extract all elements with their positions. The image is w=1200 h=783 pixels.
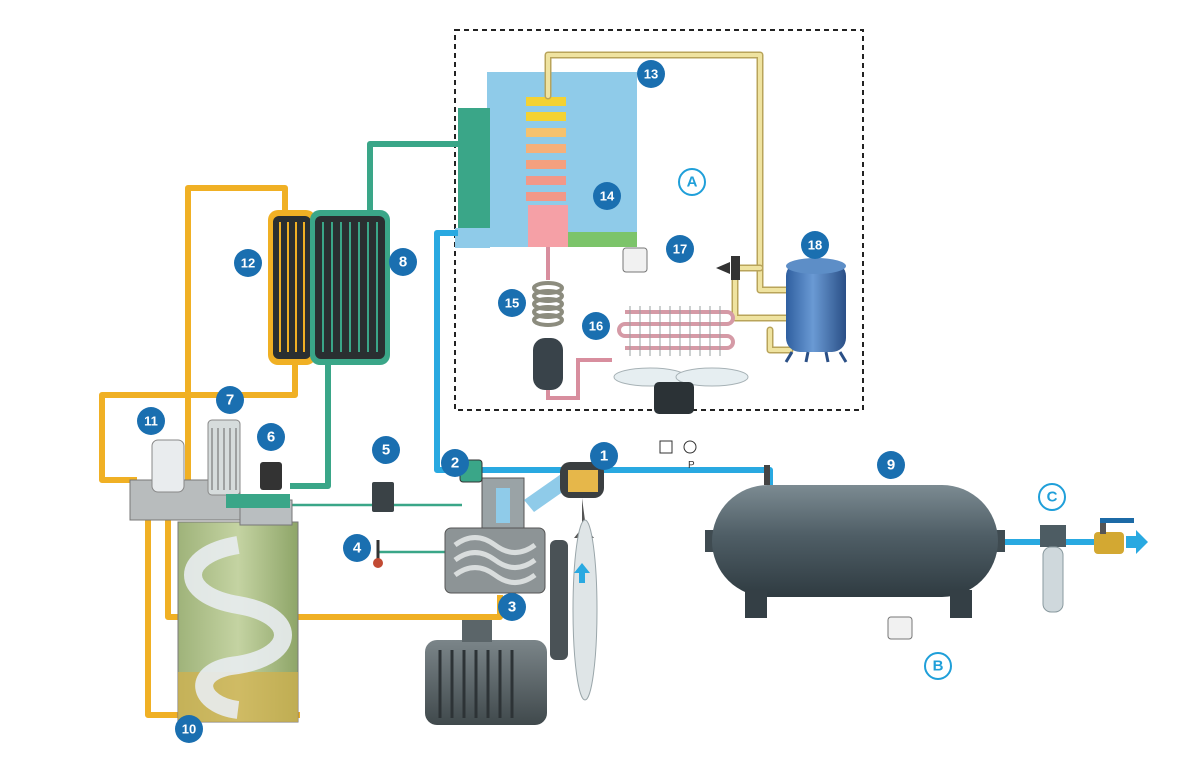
badge-7: 7 xyxy=(216,386,244,414)
badge-9: 9 xyxy=(877,451,905,479)
badge-6: 6 xyxy=(257,423,285,451)
svg-text:2: 2 xyxy=(451,455,459,472)
badge-8: 8 xyxy=(389,248,417,276)
electric-motor xyxy=(425,620,547,725)
ball-valve xyxy=(1094,518,1134,554)
letter-a: A xyxy=(678,168,706,196)
svg-text:B: B xyxy=(933,658,944,675)
badge-14: 14 xyxy=(593,182,621,210)
air-receiver-tank xyxy=(705,465,1005,618)
outlet-arrow xyxy=(1126,530,1148,554)
badge-5: 5 xyxy=(372,436,400,464)
refrigerant-pink-lines xyxy=(546,247,612,400)
refrigerant-receiver xyxy=(784,258,848,363)
badges: 1 2 3 4 5 6 7 8 9 10 11 12 13 14 15 16 1… xyxy=(137,60,905,743)
manifold-outlet xyxy=(226,494,290,508)
badge-18: 18 xyxy=(801,231,829,259)
svg-text:11: 11 xyxy=(144,414,158,429)
badge-10: 10 xyxy=(175,715,203,743)
expansion-valve xyxy=(716,256,740,280)
receiver-drain xyxy=(887,616,913,640)
svg-text:16: 16 xyxy=(589,319,603,334)
svg-text:12: 12 xyxy=(241,256,255,271)
oil-separator-tank xyxy=(177,499,299,723)
pressure-gauge xyxy=(659,440,697,454)
aftercooler xyxy=(310,210,390,365)
gauge-symbol-label: P xyxy=(688,460,695,471)
refrigerant-accumulator xyxy=(533,338,563,390)
dryer-heat-exchanger xyxy=(455,72,637,248)
oil-cooler xyxy=(268,210,316,365)
svg-text:4: 4 xyxy=(353,540,362,557)
svg-text:9: 9 xyxy=(887,457,895,474)
svg-text:6: 6 xyxy=(267,429,275,446)
hot-air-lines xyxy=(290,141,458,489)
svg-text:17: 17 xyxy=(673,242,687,257)
letter-c: C xyxy=(1038,483,1066,511)
svg-text:5: 5 xyxy=(382,442,390,459)
capillary-coil xyxy=(532,281,564,327)
intake-arrow xyxy=(574,563,590,583)
condenser-fan xyxy=(613,367,749,414)
separator-manifold xyxy=(129,419,282,521)
badge-11: 11 xyxy=(137,407,165,435)
svg-text:14: 14 xyxy=(600,189,615,204)
badge-12: 12 xyxy=(234,249,262,277)
intake-air-filter xyxy=(524,462,604,538)
drive-pulley-and-fan xyxy=(550,519,598,701)
svg-text:A: A xyxy=(687,174,698,191)
badge-13: 13 xyxy=(637,60,665,88)
svg-text:7: 7 xyxy=(226,392,234,409)
badge-1: 1 xyxy=(590,442,618,470)
svg-text:C: C xyxy=(1047,489,1058,506)
svg-text:8: 8 xyxy=(399,254,407,271)
badge-16: 16 xyxy=(582,312,610,340)
svg-text:3: 3 xyxy=(508,599,516,616)
badge-15: 15 xyxy=(498,289,526,317)
pressure-switch xyxy=(372,482,394,512)
temperature-sensor xyxy=(373,540,383,568)
svg-text:15: 15 xyxy=(505,296,519,311)
compressor-air-end xyxy=(444,477,546,594)
line-filter xyxy=(1040,525,1066,613)
condenser-fins xyxy=(629,306,721,356)
letter-b: B xyxy=(924,652,952,680)
svg-text:13: 13 xyxy=(644,67,658,82)
svg-text:1: 1 xyxy=(600,448,608,465)
badge-2: 2 xyxy=(441,449,469,477)
svg-text:10: 10 xyxy=(182,722,196,737)
svg-text:18: 18 xyxy=(808,238,822,253)
condenser-coil xyxy=(617,310,735,350)
badge-17: 17 xyxy=(666,235,694,263)
badge-3: 3 xyxy=(498,593,526,621)
badge-4: 4 xyxy=(343,534,371,562)
dryer-drain-valve xyxy=(622,247,648,273)
